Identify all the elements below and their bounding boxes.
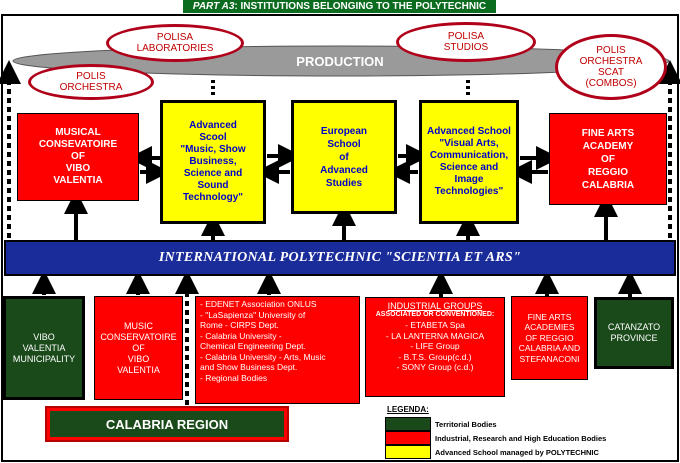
- legend-item-territorial: Territorial Bodies: [385, 417, 497, 431]
- legend-label: Territorial Bodies: [435, 419, 497, 429]
- fine-arts-academies-box: FINE ARTS ACADEMIES OF REGGIO CALABRIA A…: [511, 296, 588, 380]
- legend-item-industrial: Industrial, Research and High Education …: [385, 431, 606, 445]
- header-part: PART A3: [192, 1, 235, 12]
- european-school-box: European School of Advanced Studies: [291, 100, 397, 214]
- catanzaro-province-box: CATANZATO PROVINCE: [594, 297, 674, 369]
- industrial-groups-title: INDUSTRIAL GROUPS: [387, 301, 483, 311]
- polis-orchestra-scat-ellipse: POLIS ORCHESTRA SCAT (COMBOS): [555, 34, 667, 100]
- polytechnic-banner: INTERNATIONAL POLYTECHNIC "SCIENTIA ET A…: [4, 240, 676, 276]
- legend-label: Advanced School managed by POLYTECHNIC: [435, 447, 599, 457]
- polis-orchestra-ellipse: POLIS ORCHESTRA: [28, 64, 154, 100]
- vibo-municipality-box: VIBO VALENTIA MUNICIPALITY: [3, 296, 85, 400]
- production-label: PRODUCTION: [296, 53, 384, 69]
- industrial-groups-subtitle: ASSOCIATED OR CONVENTIONED:: [375, 311, 495, 318]
- legend-item-advanced: Advanced School managed by POLYTECHNIC: [385, 445, 599, 459]
- edenet-box: - EDENET Association ONLUS - "LaSapienza…: [195, 296, 360, 404]
- music-conservatoire-box: MUSIC CONSERVATOIRE OF VIBO VALENTIA: [94, 296, 183, 400]
- legend-swatch-red: [385, 431, 431, 445]
- calabria-region-box: CALABRIA REGION: [45, 406, 289, 442]
- musical-conservatoire-box: MUSICAL CONSEVATOIRE OF VIBO VALENTIA: [17, 113, 139, 201]
- polisa-laboratories-ellipse: POLISA LABORATORIES: [106, 24, 244, 62]
- industrial-groups-list: - ETABETA Spa - LA LANTERNA MAGICA - LIF…: [385, 320, 485, 372]
- diagram-frame: [1, 14, 679, 462]
- page-header: PART A3: INSTITUTIONS BELONGING TO THE P…: [183, 0, 496, 13]
- header-title: : INSTITUTIONS BELONGING TO THE POLYTECH…: [234, 1, 487, 12]
- fine-arts-academy-box: FINE ARTS ACADEMY OF REGGIO CALABRIA: [549, 113, 667, 205]
- polisa-studios-ellipse: POLISA STUDIOS: [396, 22, 536, 62]
- legend-label: Industrial, Research and High Education …: [435, 433, 607, 443]
- edenet-list: - EDENET Association ONLUS - "LaSapienza…: [200, 299, 326, 383]
- legend-swatch-yellow: [385, 445, 431, 459]
- industrial-groups-box: INDUSTRIAL GROUPS ASSOCIATED OR CONVENTI…: [365, 297, 505, 397]
- legend-title: LEGENDA:: [387, 405, 429, 414]
- legend: LEGENDA: Territorial Bodies Industrial, …: [385, 405, 677, 462]
- legend-swatch-green: [385, 417, 431, 431]
- advanced-school-visual-box: Advanced School "Visual Arts, Communicat…: [419, 100, 519, 224]
- advanced-school-music-box: Advanced Scool "Music, Show Business, Sc…: [160, 100, 266, 224]
